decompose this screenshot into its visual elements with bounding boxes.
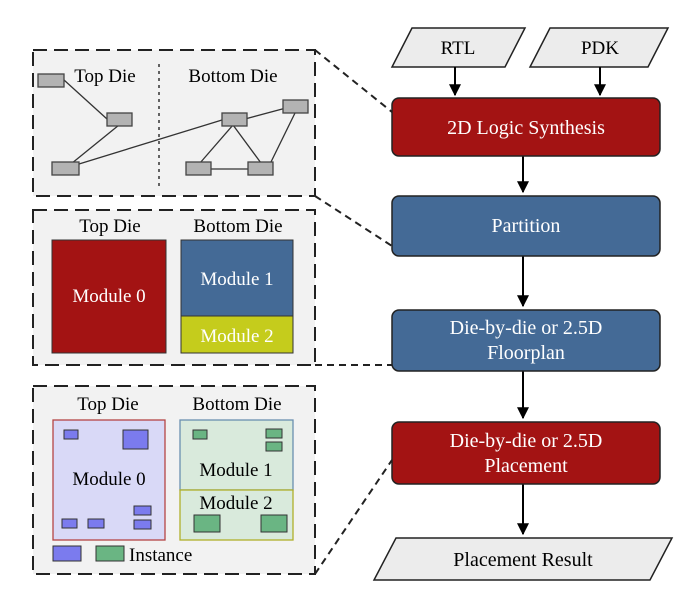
instance-cell: [265, 441, 283, 452]
instance-cell: [265, 428, 283, 439]
module-2-label: Module 2: [200, 326, 273, 347]
netlist-cell: [247, 161, 274, 176]
module-12-instances: [192, 428, 288, 533]
floorplan-bottom-die-label: Bottom Die: [193, 216, 282, 237]
step-synthesis-label: 2D Logic Synthesis: [447, 117, 605, 139]
module-1-label: Module 1: [200, 269, 273, 290]
panel-top-die-label: Top Die: [74, 66, 135, 87]
step-placement-box: [391, 421, 661, 485]
instance-cell: [260, 514, 288, 533]
netlist-cell: [106, 112, 133, 127]
step-floorplan-label-line2: Floorplan: [487, 342, 565, 364]
output-result-label: Placement Result: [453, 549, 593, 571]
instance-cell: [122, 429, 149, 450]
placement-bottom-die-label: Bottom Die: [192, 394, 281, 415]
placement-module-1-label: Module 1: [199, 460, 272, 481]
instance-cell: [87, 518, 105, 529]
instance-cell: [63, 429, 79, 440]
module-2-block: [180, 315, 294, 354]
placement-top-die-label: Top Die: [77, 394, 138, 415]
step-floorplan-box: [391, 309, 661, 372]
step-partition-box: [391, 195, 661, 257]
input-pdk-box: [528, 27, 670, 68]
step-floorplan-label-line1: Die-by-die or 2.5D: [450, 317, 603, 339]
placement-module-0-label: Module 0: [72, 469, 145, 490]
connector-lines: [314, 49, 393, 575]
instance-cell: [193, 514, 221, 533]
output-result-box: [372, 537, 674, 581]
instance-cell: [133, 519, 152, 530]
flow-arrows: [449, 67, 606, 536]
netlist-cell: [221, 112, 248, 127]
connector-partition: [314, 195, 393, 247]
netlist-wires: [63, 79, 297, 170]
module-0-block: [51, 239, 167, 354]
legend-instance-label: Instance: [129, 545, 192, 566]
module-1-block: [180, 239, 294, 317]
netlist-cell: [282, 99, 309, 114]
step-placement-label-line1: Die-by-die or 2.5D: [450, 430, 603, 452]
module-0-instances: [61, 429, 152, 530]
netlist-cell: [185, 161, 212, 176]
netlist-cells: [37, 73, 309, 176]
floorplan-top-die-label: Top Die: [79, 216, 140, 237]
panel-bottom-die-label: Bottom Die: [188, 66, 277, 87]
panel-floorplan: Top Die Bottom Die Module 0 Module 1 Mod…: [32, 209, 316, 366]
legend-instance-green: [95, 545, 125, 562]
netlist-cell: [37, 73, 65, 88]
instance-cell: [61, 518, 78, 529]
instance-cell: [133, 505, 152, 516]
panel-partition-netlist: Top Die Bottom Die: [32, 49, 316, 197]
placement-module-2-label: Module 2: [199, 493, 272, 514]
step-synthesis-box: [391, 97, 661, 157]
connector-synthesis: [314, 49, 393, 113]
panel-placement: Top Die Bottom Die Module 0 Module 1 Mod…: [32, 385, 316, 575]
module-0-label: Module 0: [72, 286, 145, 307]
input-rtl-box: [390, 27, 527, 68]
connector-placement: [314, 459, 393, 575]
instance-cell: [192, 429, 208, 440]
legend-instance-purple: [52, 545, 82, 562]
step-partition-label: Partition: [492, 215, 561, 237]
input-rtl-label: RTL: [441, 38, 476, 59]
input-pdk-label: PDK: [581, 38, 619, 59]
netlist-cell: [51, 161, 80, 176]
step-placement-label-line2: Placement: [484, 455, 568, 477]
